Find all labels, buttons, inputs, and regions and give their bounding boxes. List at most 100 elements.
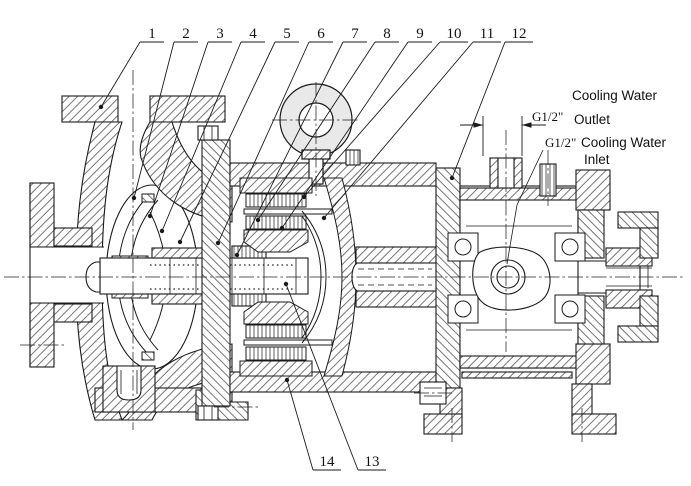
outer-magnets-bottom [245,346,307,361]
callout-number-14: 14 [320,454,336,470]
callout-dot-5 [177,239,183,245]
outlet-boss-wall-right [513,157,523,189]
callout-12: 12 [449,26,533,181]
housing-right-top-flange [575,169,611,211]
suction-pipe-wall-bottom [53,303,93,323]
housing-right-bottom-flange [575,343,611,385]
suction-flange-upper [29,182,55,248]
right-foot [571,413,617,435]
discharge-flange-left [61,95,119,123]
callout-dot-4 [159,228,165,234]
bearing-right-top [554,232,586,262]
outlet-dimension [460,116,546,156]
callout-dot-2 [131,195,137,201]
callout-dot-11 [321,215,327,221]
callout-5: 5 [177,26,299,245]
guard-web-bottom [639,295,659,327]
drive-hub-bottom [355,290,439,308]
callout-dot-6 [215,240,221,246]
bearing-right-bottom [554,294,586,324]
callout-1: 1 [98,26,164,110]
callout-number-6: 6 [317,26,325,42]
inner-magnets-bottom [245,324,307,339]
bearings-group [447,232,586,324]
suction-flange-lower [29,302,55,368]
callout-number-5: 5 [283,26,291,42]
containment-shell-bottom [243,339,333,346]
outer-magnets-top [245,193,307,208]
cooling-boss-group [472,246,551,311]
callout-13: 13 [283,281,386,471]
outer-rotor-arm-bottom [239,360,313,377]
drive-hub-top [355,246,439,264]
callout-dot-8 [255,217,261,223]
callout-dot-1 [98,104,104,110]
callout-dot-14 [284,377,290,383]
callout-10: 10 [301,26,468,200]
bearing-left-bottom [447,294,479,324]
containment-shell-top [243,208,333,215]
outlet-boss-wall-left [489,157,499,189]
callout-number-9: 9 [416,26,424,42]
casing-cover [201,139,231,407]
arrowhead-left [473,122,483,128]
arrowhead-right [522,122,532,128]
cover-bolt-bottom [197,405,219,421]
magnetic-coupling-group [239,177,357,377]
bearing-left-top [447,232,479,262]
callout-dot-10 [301,194,307,200]
inlet-word: Inlet [584,152,610,167]
callout-6: 6 [215,26,333,246]
guard-flange-top [617,211,659,229]
inner-rotor-bottom [243,301,309,325]
callout-number-8: 8 [383,26,391,42]
housing-group [197,125,437,421]
callout-3: 3 [147,26,232,219]
cover-bolt-top [197,125,219,141]
callout-number-4: 4 [249,26,257,42]
shell-dome-outer [301,210,327,344]
inlet-leader-line [506,149,544,265]
callout-4: 4 [159,26,265,234]
outlet-size-label: G1/2" [532,109,563,124]
inner-rotor-top [243,229,309,253]
shaft-end-group [605,211,659,343]
callout-number-11: 11 [480,26,494,42]
callout-11: 11 [321,26,501,221]
wear-ring-bottom [141,351,155,361]
callout-dot-9 [279,225,285,231]
centerlines [4,70,684,442]
cooling-water-inlet-title: Cooling Water [581,135,667,150]
callout-number-12: 12 [512,26,527,42]
callout-dot-3 [147,213,153,219]
callout-number-3: 3 [216,26,224,42]
bracket-bottom-web [461,371,573,379]
discharge-flange-right [149,95,226,123]
callout-dot-7 [234,252,240,258]
cooling-water-outlet-title: Cooling Water [572,88,658,103]
callout-number-7: 7 [351,26,359,42]
housing-top-wall [459,187,579,201]
callout-dot-13 [283,281,289,287]
callout-number-10: 10 [447,26,462,42]
guard-flange-bottom [617,325,659,343]
callout-number-1: 1 [148,26,156,42]
shell-flange-stud [345,149,361,166]
inlet-size-label: G1/2" [545,135,576,150]
left-foot [423,413,463,435]
callout-dot-12 [449,175,455,181]
outer-rotor-arm-top [239,177,313,194]
outer-rotor-disc [323,177,357,377]
housing-bottom-wall [459,355,579,369]
drain-plug [116,365,142,401]
callout-14: 14 [284,377,341,471]
callout-number-13: 13 [365,454,380,470]
wear-ring-top [141,193,155,203]
suction-pipe-wall-top [53,227,93,247]
callout-8: 8 [255,26,399,223]
guard-web-top [639,227,659,259]
bracket-flange [435,167,461,389]
